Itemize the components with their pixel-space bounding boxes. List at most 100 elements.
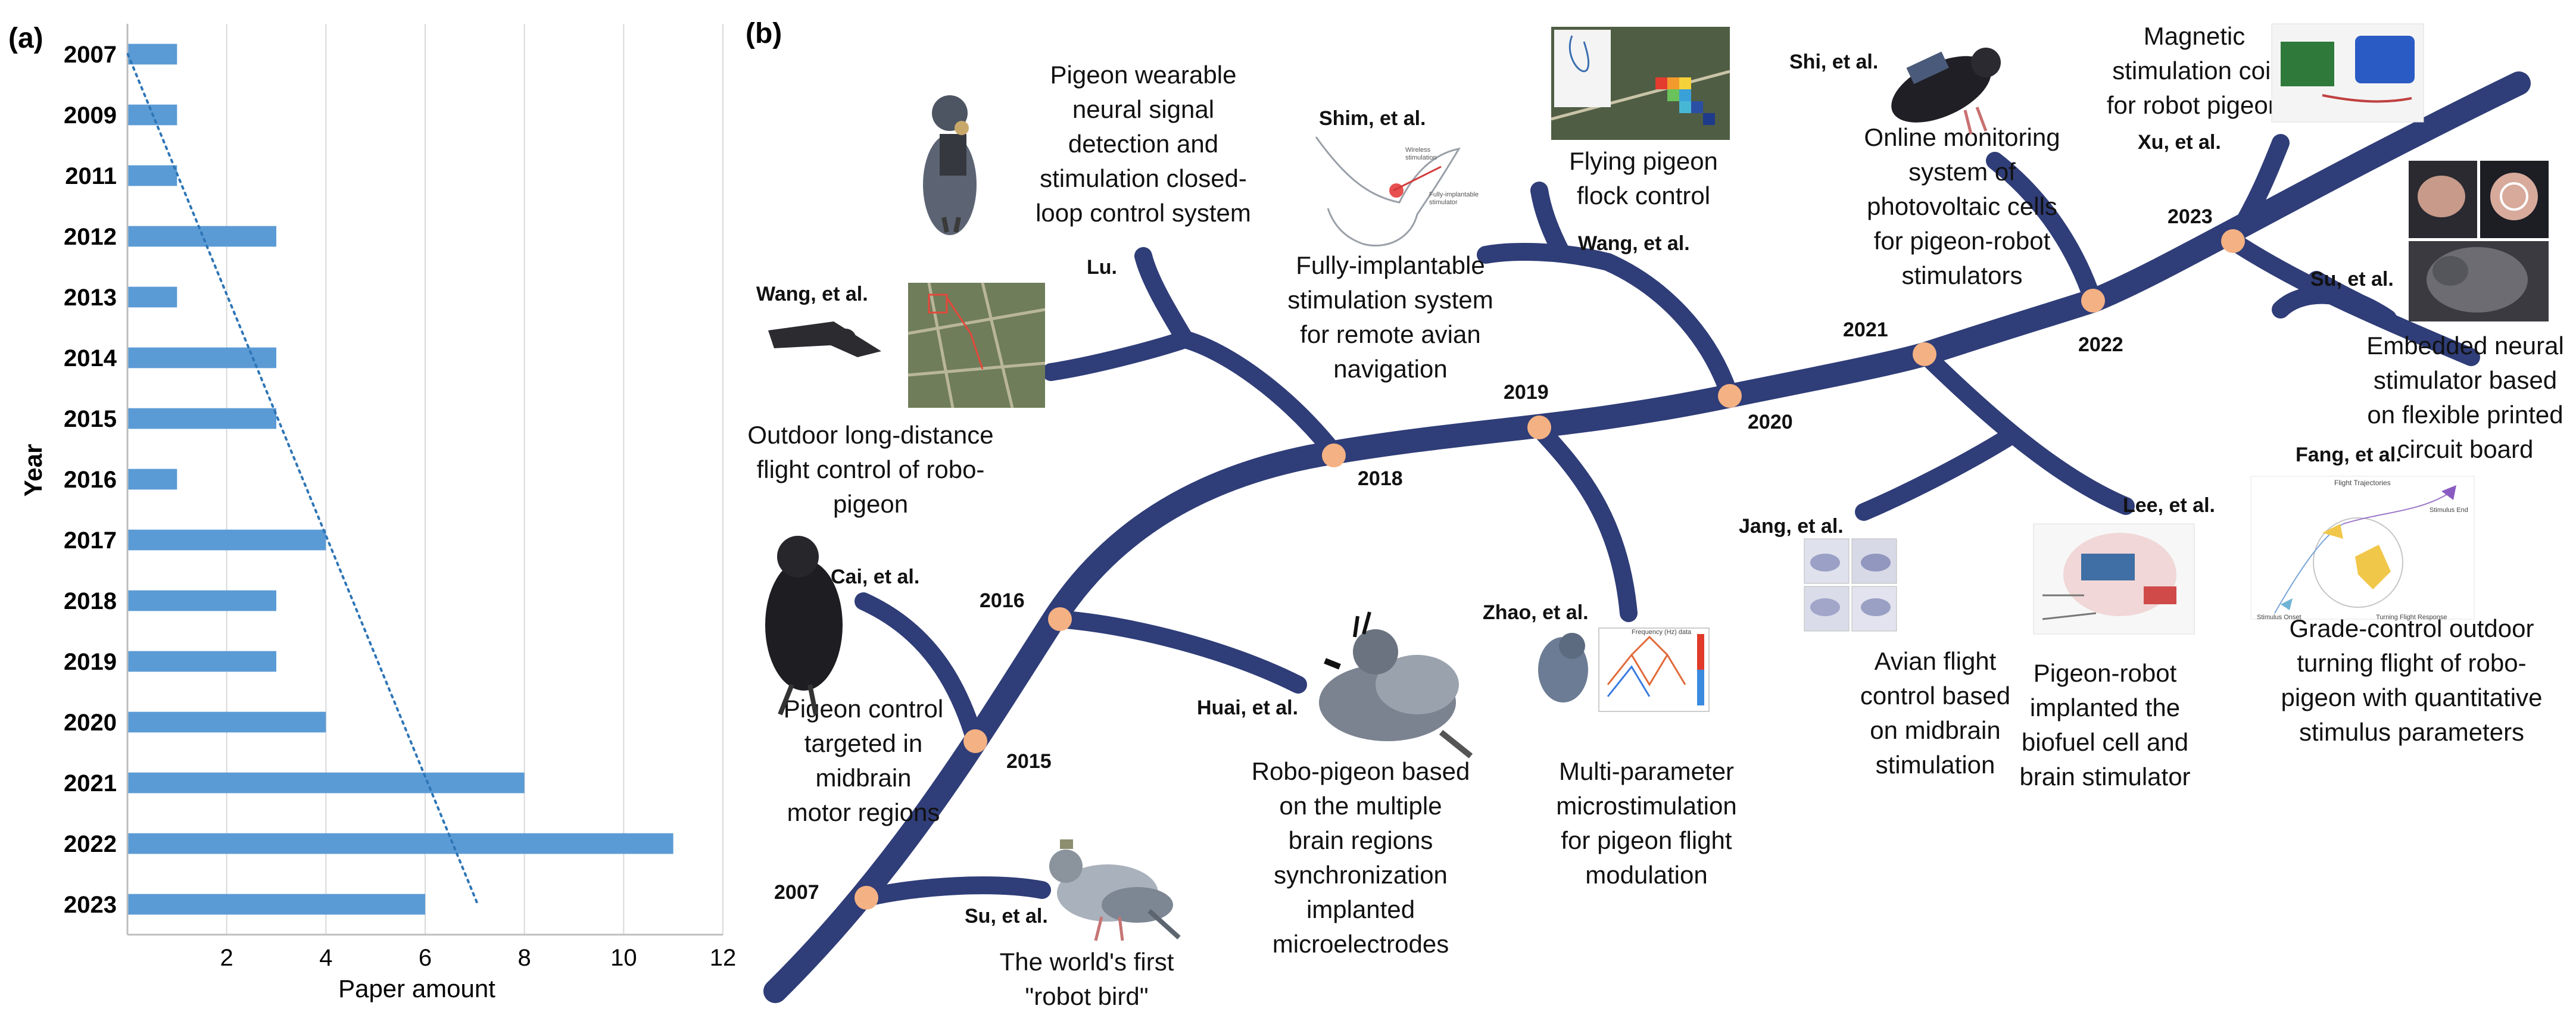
event-title-line: The world's first (1000, 948, 1174, 976)
y-tick-label: 2015 (64, 406, 117, 432)
bar-2011 (127, 165, 177, 186)
event-title-line: on flexible printed (2367, 401, 2563, 429)
event-title-line: detection and (1068, 130, 1218, 158)
bar-2012 (127, 226, 276, 247)
event-title-line: system of (1908, 158, 2016, 186)
author-shim: Shim, et al. (1319, 107, 1426, 130)
chart-gridlines (226, 24, 723, 935)
y-tick-label: 2013 (64, 285, 117, 311)
year-label-2020: 2020 (1748, 411, 1793, 433)
bar-2007 (127, 43, 177, 65)
node-2022 (2081, 289, 2105, 313)
event-title-line: photovoltaic cells (1867, 192, 2057, 220)
timeline-trunk (763, 71, 2531, 1003)
branch-xu (2224, 134, 2290, 250)
pigeon-photo-su-2007 (1049, 839, 1181, 941)
event-title-line: Pigeon control (784, 695, 944, 723)
shim-label-4: stimulator (1429, 199, 1458, 206)
year-label-2015: 2015 (1006, 750, 1052, 773)
event-title-line: Multi-parameter (1559, 757, 1734, 785)
trendline (126, 53, 479, 905)
event-titles: The world's first "robot bird" Pigeon cont… (747, 22, 2563, 1010)
event-title-line: pigeon (833, 490, 908, 518)
bar-2023 (127, 894, 425, 915)
event-title-line: Fully-implantable (1296, 251, 1485, 279)
map-image-wang-2018 (907, 282, 1046, 408)
event-title-line: stimulation (1876, 751, 1995, 779)
event-title-line: stimulator based (2374, 366, 2557, 394)
bar-2017 (127, 529, 326, 551)
year-label-2018: 2018 (1358, 467, 1403, 490)
event-title-line: microelectrodes (1273, 930, 1449, 958)
event-title-line: circuit board (2397, 435, 2534, 463)
event-title-line: Pigeon-robot (2034, 659, 2177, 687)
event-title-line: Outdoor long-distance (747, 421, 993, 449)
y-tick-labels: 2007200920112012201320142015201620172018… (64, 42, 117, 918)
panel-b-label: (b) (746, 18, 782, 49)
timeline-branches (763, 71, 2531, 1003)
bar-2021 (127, 772, 525, 794)
event-title-line: Magnetic (2144, 22, 2245, 50)
event-title-line: targeted in (804, 729, 922, 757)
fang-label-2: Stimulus Onset (2257, 614, 2301, 621)
pigeon-photo-huai (1319, 611, 1473, 758)
event-title-line: neural signal (1072, 95, 1214, 123)
dove-sketch-shim: Wireless stimulation Fully-implantable s… (1315, 136, 1479, 247)
node-2016 (1048, 607, 1072, 631)
shim-label-2: stimulation (1405, 154, 1437, 161)
node-2020 (1718, 384, 1742, 408)
shim-label-3: Fully-implantable (1429, 191, 1479, 198)
branch-shim-wang (1599, 253, 1739, 405)
node-2015 (963, 729, 987, 753)
flock-map-wang-2020 (1551, 27, 1730, 140)
shim-label-1: Wireless (1405, 146, 1431, 154)
pigeon-photo-shi (1891, 48, 2001, 135)
x-axis-title: Paper amount (338, 975, 495, 1003)
plot-image-zhao: Frequency (Hz) data (1598, 627, 1710, 712)
event-title-line: Robo-pigeon based (1252, 757, 1470, 785)
event-title-line: Flying pigeon (1569, 147, 1718, 175)
y-tick-label: 2021 (64, 770, 117, 797)
y-tick-label: 2018 (64, 588, 117, 614)
event-title-line: "robot bird" (1025, 982, 1148, 1010)
biofuel-image-lee (2033, 523, 2195, 635)
branch-jang-lee (1916, 345, 2135, 515)
event-title-line: loop control system (1036, 199, 1251, 227)
x-tick-label: 8 (518, 945, 531, 971)
year-label-2007: 2007 (774, 881, 819, 904)
y-tick-label: 2011 (65, 163, 117, 189)
author-wang-2018: Wang, et al. (756, 283, 868, 305)
author-lee: Lee, et al. (2123, 494, 2215, 517)
event-title-line: stimulation coil (2112, 57, 2276, 85)
event-title-line: on the multiple (1279, 792, 1442, 820)
node-2019 (1527, 416, 1551, 439)
branch-wang-2020 (1530, 182, 1569, 259)
fang-label-4: Stimulus End (2430, 507, 2468, 514)
event-title-line: biofuel cell and (2022, 728, 2188, 756)
year-label-2021: 2021 (1843, 318, 1888, 341)
event-title-line: for robot pigeon (2107, 91, 2282, 119)
branch-lu (1134, 247, 1194, 348)
zhao-plot-label: Frequency (Hz) data (1632, 629, 1692, 636)
event-title-line: Embedded neural (2366, 332, 2564, 360)
y-tick-label: 2012 (64, 224, 117, 250)
author-jang: Jang, et al. (1739, 515, 1844, 538)
event-title-line: for remote avian (1300, 320, 1480, 348)
pigeon-photo-zhao (1538, 633, 1588, 702)
event-title-line: brain regions (1289, 826, 1433, 854)
y-tick-label: 2016 (64, 467, 117, 493)
y-tick-label: 2023 (64, 892, 117, 918)
fang-label-3: Turning Flight Response (2376, 614, 2447, 621)
y-tick-label: 2009 (64, 102, 117, 129)
event-title-line: midbrain (815, 764, 911, 792)
author-xu: Xu, et al. (2138, 131, 2221, 154)
fang-label-1: Flight Trajectories (2334, 479, 2391, 487)
branch-cai (854, 592, 984, 750)
event-title-line: turning flight of robo- (2297, 649, 2526, 677)
coil-image-xu (2271, 23, 2424, 123)
event-title-line: stimulation system (1287, 286, 1493, 314)
brain-images-su-2023 (2409, 161, 2549, 321)
x-tick-label: 10 (610, 945, 637, 971)
event-title-line: for pigeon flight (1561, 826, 1732, 854)
event-title-line: motor regions (787, 798, 940, 826)
